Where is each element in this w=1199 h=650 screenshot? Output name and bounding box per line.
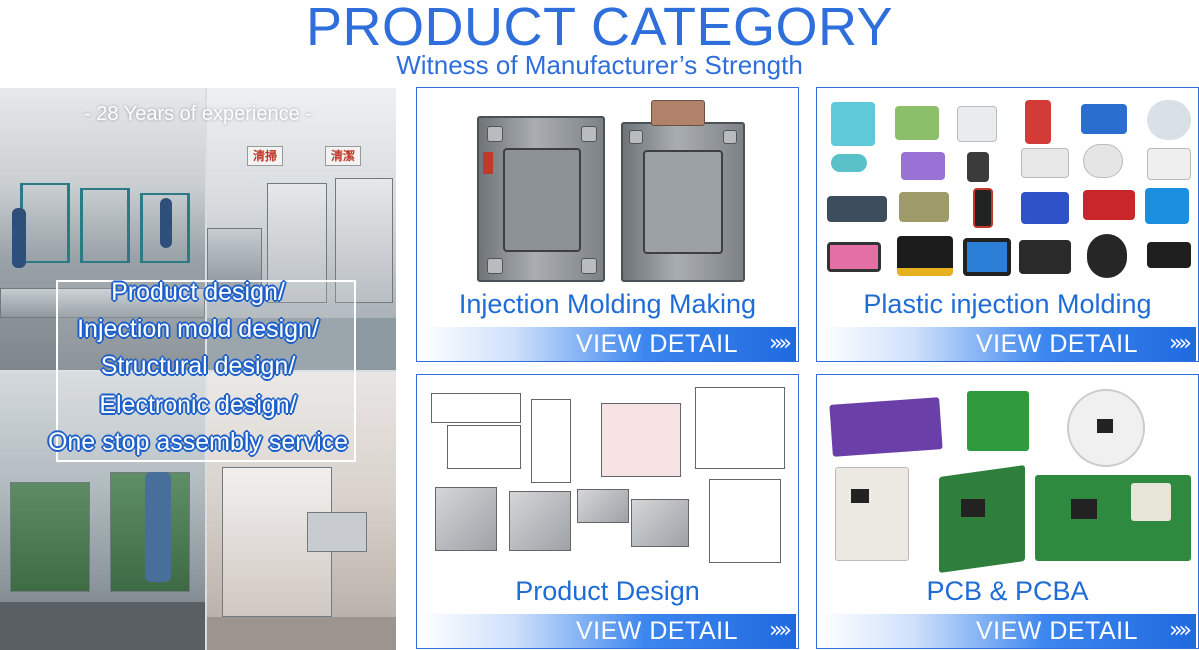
service-item: One stop assembly service [47, 428, 349, 456]
experience-label: - 28 Years of experience - [84, 103, 312, 125]
page-title: PRODUCT CATEGORY [305, 0, 894, 57]
view-detail-button[interactable]: VIEW DETAIL »» [819, 327, 1196, 361]
factory-sign: 清掃 [247, 146, 283, 166]
service-item: Structural design/ [100, 352, 296, 380]
view-detail-button[interactable]: VIEW DETAIL »» [419, 327, 796, 361]
factory-photo-warehouse [0, 88, 205, 370]
services-frame [56, 280, 356, 462]
card-title: Product Design [515, 576, 700, 606]
category-card-product-design[interactable]: Product Design VIEW DETAIL »» [416, 374, 799, 649]
view-detail-label: VIEW DETAIL [975, 617, 1138, 645]
plastic-parts-image [821, 92, 1196, 288]
card-title: PCB & PCBA [926, 576, 1089, 606]
factory-photo-workshop [0, 372, 205, 650]
page-subtitle: Witness of Manufacturer’s Strength [396, 50, 803, 80]
double-chevron-icon: »» [769, 618, 792, 643]
pcb-boards-image [821, 379, 1196, 575]
factory-photo-machines: 清掃 清潔 [207, 88, 396, 370]
card-title: Plastic injection Molding [863, 289, 1152, 319]
service-item: Product design/ [111, 278, 285, 306]
factory-photo-cnc [207, 372, 396, 650]
view-detail-button[interactable]: VIEW DETAIL »» [819, 614, 1196, 648]
category-card-pcb-pcba[interactable]: PCB & PCBA VIEW DETAIL »» [816, 374, 1199, 649]
category-card-plastic-injection-molding[interactable]: Plastic injection Molding VIEW DETAIL »» [816, 87, 1199, 362]
double-chevron-icon: »» [769, 331, 792, 356]
category-card-injection-molding-making[interactable]: Injection Molding Making VIEW DETAIL »» [416, 87, 799, 362]
view-detail-label: VIEW DETAIL [575, 617, 738, 645]
design-drawings-image [421, 379, 796, 575]
view-detail-label: VIEW DETAIL [575, 330, 738, 358]
view-detail-label: VIEW DETAIL [975, 330, 1138, 358]
factory-sign: 清潔 [325, 146, 361, 166]
card-title: Injection Molding Making [458, 289, 757, 319]
mold-image [421, 92, 796, 288]
page-header: PRODUCT CATEGORY Witness of Manufacturer… [0, 0, 1199, 86]
service-item: Electronic design/ [99, 391, 297, 419]
factory-collage: 清掃 清潔 - 28 Years of experience - Product… [0, 88, 396, 650]
double-chevron-icon: »» [1169, 331, 1192, 356]
view-detail-button[interactable]: VIEW DETAIL »» [419, 614, 796, 648]
service-item: Injection mold design/ [77, 315, 319, 343]
double-chevron-icon: »» [1169, 618, 1192, 643]
